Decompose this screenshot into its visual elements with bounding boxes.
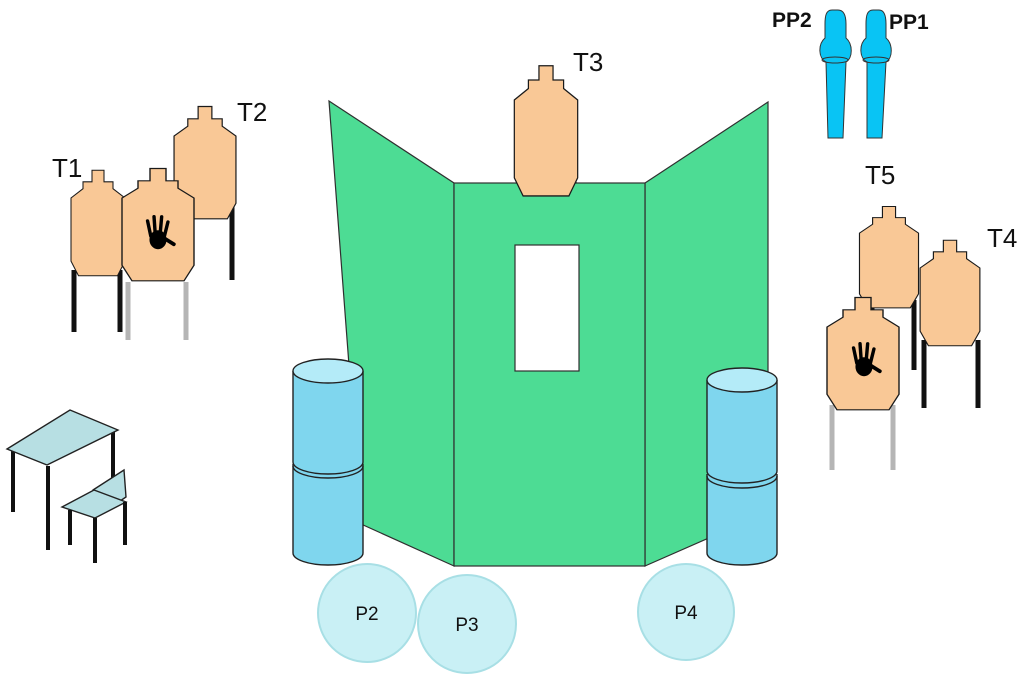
target-label-t5: T5 <box>865 160 895 190</box>
wall-window <box>514 244 580 372</box>
position-label-p2: P2 <box>355 604 378 625</box>
target-no-shoot-left <box>121 167 195 340</box>
target-label-t1: T1 <box>52 153 82 183</box>
target-t4 <box>919 239 981 408</box>
target-label-t3: T3 <box>573 47 603 77</box>
barrel-stack-right <box>706 367 778 566</box>
popper-pp2 <box>819 9 852 139</box>
position-p4 <box>637 563 735 661</box>
position-label-p4: P4 <box>674 603 698 624</box>
popper-label-pp1: PP1 <box>889 11 929 34</box>
position-p2 <box>317 563 417 663</box>
position-p3 <box>417 574 517 674</box>
popper-pp1 <box>860 9 892 139</box>
table-and-chair-icon <box>5 409 128 563</box>
barrel-stack-left <box>292 358 364 566</box>
target-label-t4: T4 <box>987 223 1017 253</box>
target-t3 <box>513 65 579 197</box>
target-t1 <box>70 169 126 332</box>
popper-label-pp2: PP2 <box>772 9 812 32</box>
wall-center-panel <box>453 182 646 567</box>
position-label-p3: P3 <box>455 615 478 636</box>
target-label-t2: T2 <box>237 97 267 127</box>
target-no-shoot-right <box>826 296 900 470</box>
